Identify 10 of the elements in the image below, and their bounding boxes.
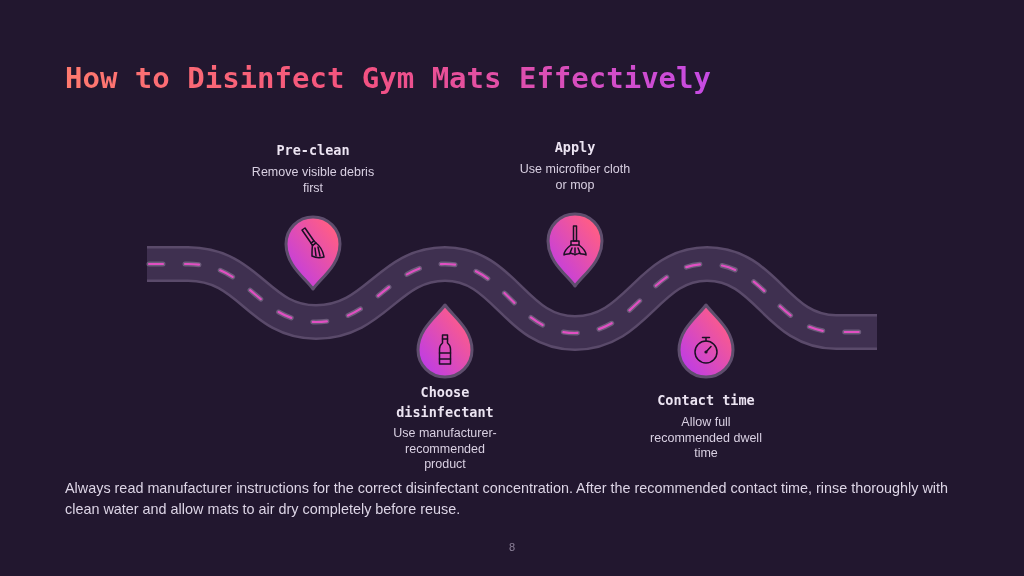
note-text: Always read manufacturer instructions for the correct disinfectant concentration. After the recommended contact time, rinse thoroughly with clean water and allow mats to air dry completely before reuse. [65,479,950,519]
step-title: Choose disinfectant [395,383,495,422]
step-title: Pre-clean [275,141,351,160]
step-description: Use manufacturer-recommended product [392,426,498,473]
step-title: Apply [553,138,597,157]
step-title: Contact time [656,391,756,410]
page-number: 8 [507,540,517,554]
step-description: Allow full recommended dwell time [649,415,763,462]
step-description: Use microfiber cloth or mop [518,162,632,193]
step-description: Remove visible debris first [250,165,376,196]
